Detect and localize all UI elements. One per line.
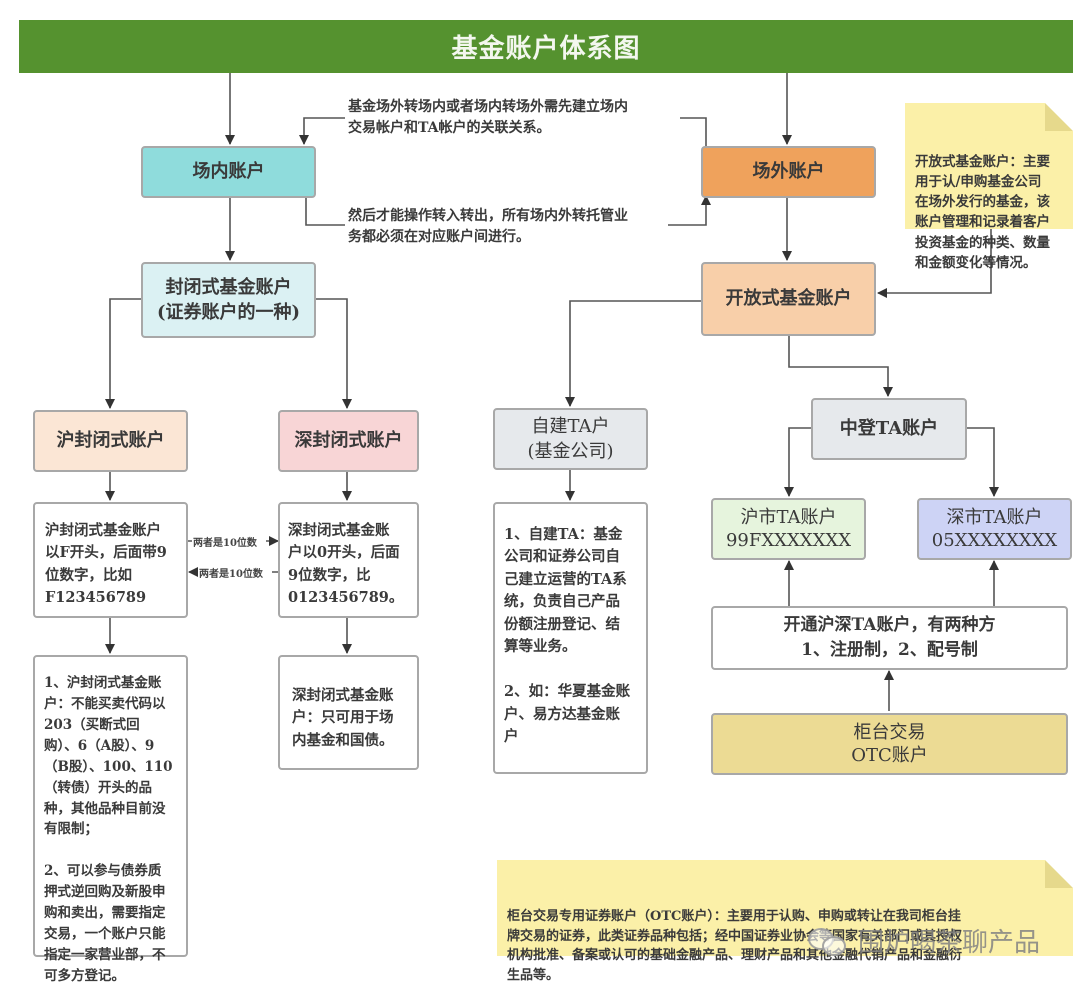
note-fold-corner (1045, 103, 1073, 131)
node-counter-otc: 柜台交易 OTC账户 (711, 713, 1068, 775)
node-self-ta-desc: 1、自建TA：基金 公司和证券公司自 己建立运营的TA系 统，负责自己产品 份额… (493, 502, 648, 774)
wechat-icon (808, 926, 852, 956)
note-otc: 柜台交易专用证券账户（OTC账户）：主要用于认购、申购或转让在我司柜台挂 牌交易… (497, 860, 1073, 983)
note-otc-text: 柜台交易专用证券账户（OTC账户）：主要用于认购、申购或转让在我司柜台挂 牌交易… (507, 909, 963, 983)
node-sz-closed-rules: 深封闭式基金账 户：只可用于场 内基金和国债。 (278, 655, 419, 770)
arrow-closed-to-sh (105, 298, 141, 409)
node-open-ta-methods: 开通沪深TA账户，有两种方 1、注册制，2、配号制 (711, 606, 1068, 670)
transfer-bottom-label: 然后才能操作转入转出，所有场内外转托管业 务都必须在对应账户间进行。 (346, 206, 630, 248)
arrow-open-to-selfta (565, 300, 701, 407)
arrow-csdc-to-szta (967, 427, 999, 497)
arrow-closed-to-sz (316, 298, 352, 409)
watermark: 围炉喝茶聊产品 (808, 922, 1040, 959)
transfer-top-label: 基金场外转场内或者场内转场外需先建立场内 交易帐户和TA帐户的关联关系。 (346, 97, 630, 139)
note-fold-corner (1045, 860, 1073, 888)
node-open-fund-account: 开放式基金账户 (701, 262, 876, 336)
ten-digits-label-left: 两者是10位数 (199, 565, 263, 580)
node-csdc-ta: 中登TA账户 (811, 398, 967, 460)
arrow-csdc-to-shta (784, 427, 811, 497)
node-sz-closed-desc: 深封闭式基金账 户以0开头，后面 9位数字，比 0123456789。 (278, 502, 419, 618)
node-sh-ta: 沪市TA账户 99FXXXXXXX (711, 498, 866, 560)
note-open-fund: 开放式基金账户：主要 用于认/申购基金公司 在场外发行的基金，该 账户管理和记录… (905, 103, 1073, 271)
node-sz-ta: 深市TA账户 05XXXXXXXX (917, 498, 1072, 560)
node-sh-closed-rules: 1、沪封闭式基金账 户：不能买卖代码以 203（买断式回 购）、6（A股）、9 … (33, 655, 188, 984)
watermark-text: 围炉喝茶聊产品 (858, 928, 1041, 958)
diagram-title: 基金账户体系图 (19, 20, 1073, 73)
node-sz-closed-account: 深封闭式账户 (278, 410, 419, 472)
arrow-open-to-csdc (788, 336, 893, 397)
node-otc-account: 场外账户 (701, 146, 876, 198)
node-exchange-account: 场内账户 (141, 146, 316, 198)
node-sh-closed-desc: 沪封闭式基金账户 以F开头，后面带9 位数字，比如 F123456789 (33, 502, 188, 618)
node-self-ta: 自建TA户 (基金公司) (493, 408, 648, 470)
ten-digits-label-right: 两者是10位数 (193, 534, 257, 549)
node-closed-fund-account: 封闭式基金账户 (证券账户的一种) (141, 262, 316, 338)
note-open-fund-text: 开放式基金账户：主要 用于认/申购基金公司 在场外发行的基金，该 账户管理和记录… (915, 153, 1050, 271)
node-sh-closed-account: 沪封闭式账户 (33, 410, 188, 472)
